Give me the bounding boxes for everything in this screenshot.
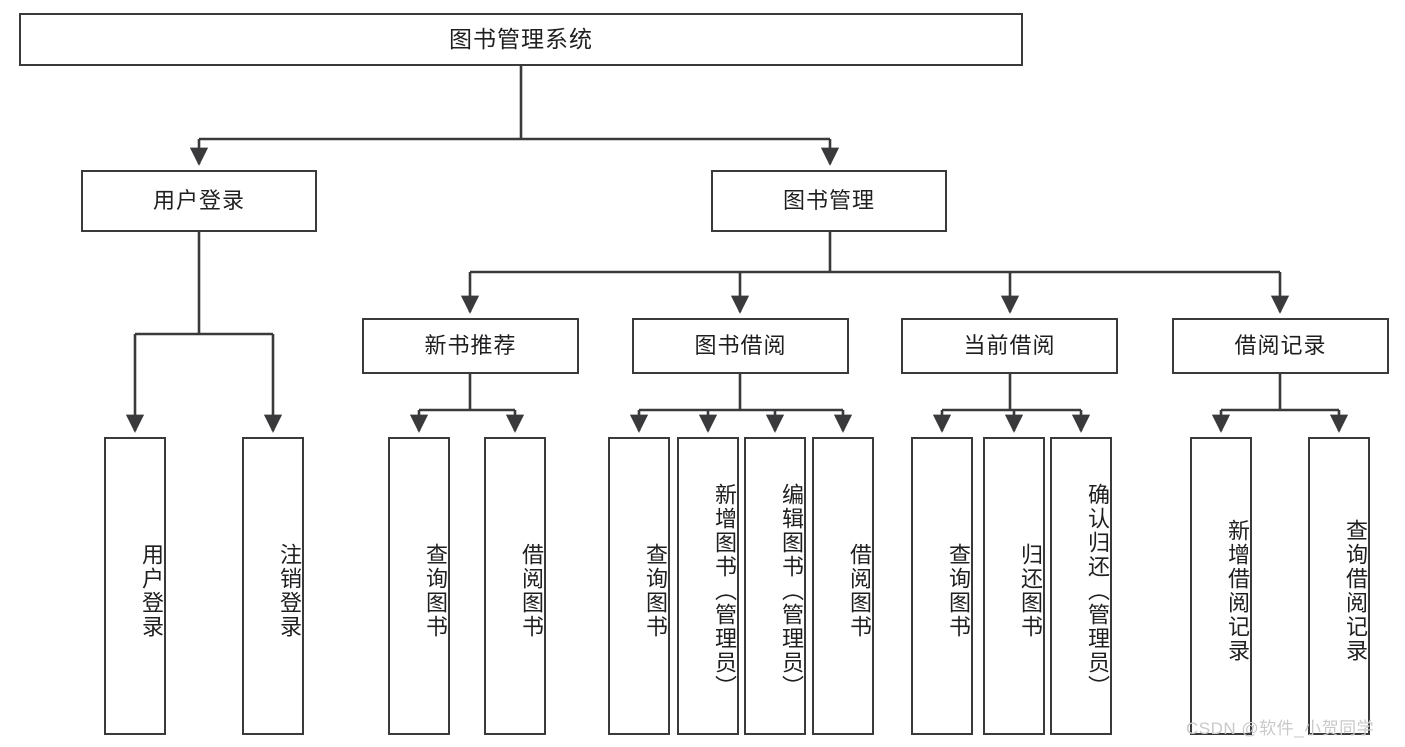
leaf-query-borrow-record[interactable]: 查询借阅记录 [1308, 437, 1370, 735]
node-label: 用户登录 [139, 543, 164, 639]
leaf-query-book-recommend[interactable]: 查询图书 [388, 437, 450, 735]
leaf-return-book[interactable]: 归还图书 [983, 437, 1045, 735]
node-label: 借阅图书 [847, 543, 872, 639]
node-new-book-recommend[interactable]: 新书推荐 [362, 318, 579, 374]
node-root-system[interactable]: 图书管理系统 [19, 13, 1023, 66]
csdn-watermark: CSDN @软件_小贺同学 [1186, 719, 1375, 738]
node-label: 查询图书 [423, 543, 448, 639]
node-label: 查询图书 [946, 543, 971, 639]
node-label: 图书借阅 [694, 332, 787, 358]
leaf-borrow-book-recommend[interactable]: 借阅图书 [484, 437, 546, 735]
node-label: 查询借阅记录 [1343, 519, 1368, 663]
leaf-borrow-book[interactable]: 借阅图书 [812, 437, 874, 735]
node-borrow-record[interactable]: 借阅记录 [1172, 318, 1389, 374]
leaf-confirm-return-admin[interactable]: 确认归还（管理员） [1050, 437, 1112, 735]
leaf-add-book-admin[interactable]: 新增图书（管理员） [677, 437, 739, 735]
node-label: 借阅图书 [519, 543, 544, 639]
node-label: 当前借阅 [963, 332, 1056, 358]
node-user-login[interactable]: 用户登录 [81, 170, 317, 232]
node-label: 查询图书 [643, 543, 668, 639]
leaf-add-borrow-record[interactable]: 新增借阅记录 [1190, 437, 1252, 735]
node-label: 用户登录 [152, 187, 245, 213]
leaf-query-book-current[interactable]: 查询图书 [911, 437, 973, 735]
node-label: 新书推荐 [424, 332, 517, 358]
leaf-user-login[interactable]: 用户登录 [104, 437, 166, 735]
node-current-borrow[interactable]: 当前借阅 [901, 318, 1118, 374]
leaf-query-book-borrow[interactable]: 查询图书 [608, 437, 670, 735]
leaf-edit-book-admin[interactable]: 编辑图书（管理员） [744, 437, 806, 735]
node-label: 借阅记录 [1234, 332, 1327, 358]
node-label: 新增借阅记录 [1225, 519, 1250, 663]
node-label: 编辑图书（管理员） [779, 483, 804, 699]
leaf-logout[interactable]: 注销登录 [242, 437, 304, 735]
node-book-management[interactable]: 图书管理 [711, 170, 947, 232]
node-book-borrow[interactable]: 图书借阅 [632, 318, 849, 374]
node-label: 新增图书（管理员） [712, 483, 737, 699]
node-label: 确认归还（管理员） [1085, 483, 1110, 699]
node-label: 图书管理系统 [449, 25, 593, 52]
node-label: 归还图书 [1018, 543, 1043, 639]
node-label: 图书管理 [782, 187, 875, 213]
node-label: 注销登录 [277, 543, 302, 639]
